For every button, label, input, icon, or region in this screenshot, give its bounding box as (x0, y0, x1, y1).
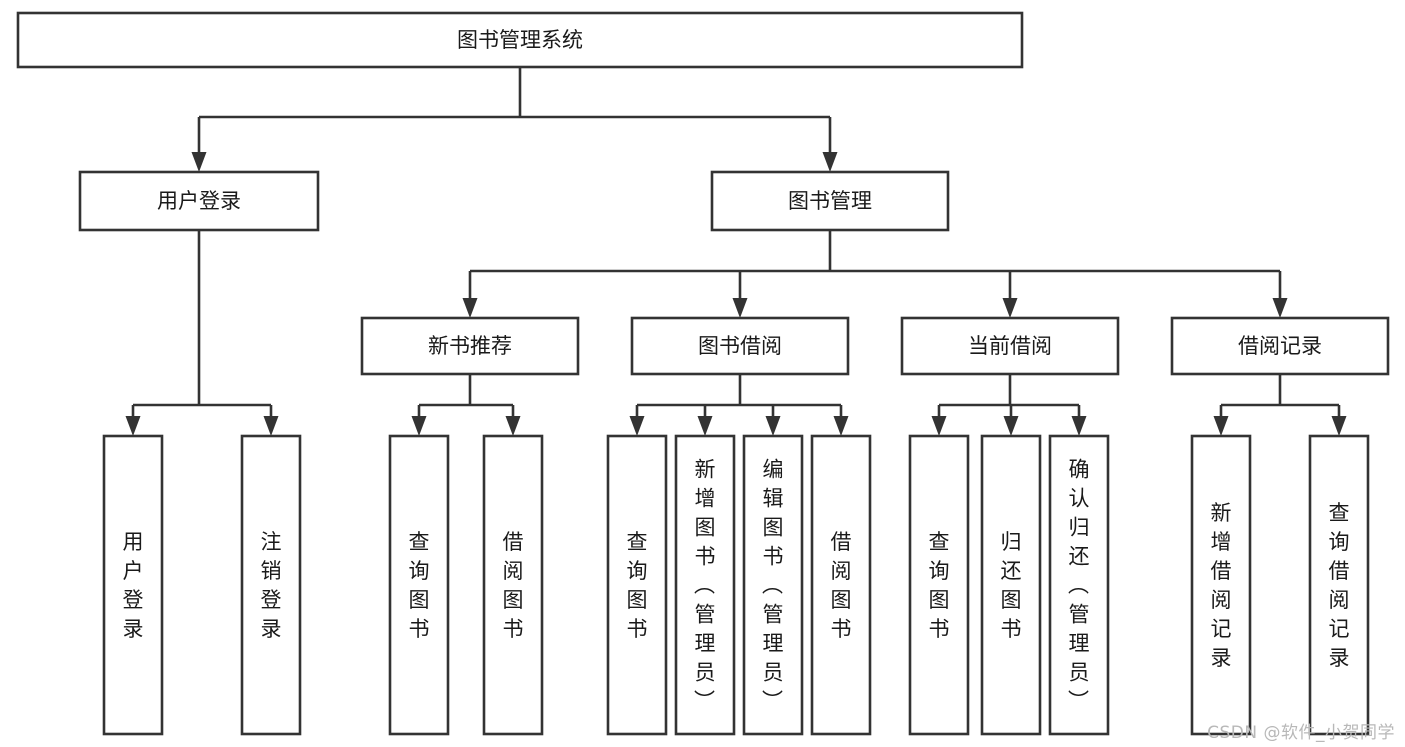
node-leaf-confirm-return-rect (1048, 434, 1110, 736)
node-leaf-query-record-rect (1308, 434, 1370, 736)
node-book-manage-label: 图书管理 (788, 189, 872, 213)
node-leaf-user-logout-label: 注销登录 (261, 530, 282, 641)
node-book-manage[interactable]: 图书管理 (710, 170, 950, 232)
node-leaf-borrow-book-1-label: 借阅图书 (503, 530, 524, 641)
node-leaf-user-logout[interactable]: 注销登录 (240, 434, 302, 736)
node-user-login-rect (78, 170, 320, 232)
node-leaf-user-login-label: 用户登录 (123, 530, 144, 641)
node-book-manage-rect (710, 170, 950, 232)
node-leaf-return-book-label: 归还图书 (1001, 530, 1022, 641)
node-leaf-add-record[interactable]: 新增借阅记录 (1190, 434, 1252, 736)
node-leaf-edit-book-label: 编辑图书（管理员） (762, 458, 784, 714)
node-leaf-confirm-return[interactable]: 确认归还（管理员） (1048, 434, 1110, 736)
node-leaf-return-book-rect (980, 434, 1042, 736)
node-leaf-borrow-book-2-rect (810, 434, 872, 736)
node-leaf-user-logout-rect (240, 434, 302, 736)
node-leaf-query-book-3-label: 查询图书 (929, 530, 950, 641)
node-leaf-query-book-2-label: 查询图书 (627, 530, 648, 641)
node-leaf-add-record-rect (1190, 434, 1252, 736)
node-root[interactable]: 图书管理系统 (16, 11, 1024, 69)
node-borrow-record-label: 借阅记录 (1238, 334, 1322, 358)
node-new-book-recommend-rect (360, 316, 580, 376)
node-borrow-record[interactable]: 借阅记录 (1170, 316, 1390, 376)
node-current-borrow[interactable]: 当前借阅 (900, 316, 1120, 376)
node-leaf-query-book-3-rect (908, 434, 970, 736)
node-leaf-query-book-1-label: 查询图书 (409, 530, 430, 641)
node-user-login-label: 用户登录 (157, 189, 241, 213)
node-leaf-borrow-book-1-rect (482, 434, 544, 736)
node-root-label: 图书管理系统 (457, 28, 583, 52)
node-leaf-borrow-book-1[interactable]: 借阅图书 (482, 434, 544, 736)
node-borrow-record-rect (1170, 316, 1390, 376)
node-book-borrow-rect (630, 316, 850, 376)
node-root-rect (16, 11, 1024, 69)
node-user-login[interactable]: 用户登录 (78, 170, 320, 232)
connector-lines (125, 67, 1347, 436)
node-boxes: 图书管理系统用户登录图书管理新书推荐图书借阅当前借阅借阅记录用户登录注销登录查询… (16, 11, 1390, 736)
node-current-borrow-label: 当前借阅 (968, 334, 1052, 358)
node-leaf-user-login[interactable]: 用户登录 (102, 434, 164, 736)
node-leaf-confirm-return-label: 确认归还（管理员） (1068, 458, 1090, 714)
node-leaf-add-book-rect (674, 434, 736, 736)
node-leaf-query-record-label: 查询借阅记录 (1329, 501, 1350, 670)
node-book-borrow[interactable]: 图书借阅 (630, 316, 850, 376)
node-leaf-edit-book[interactable]: 编辑图书（管理员） (742, 434, 804, 736)
node-leaf-query-book-2[interactable]: 查询图书 (606, 434, 668, 736)
node-book-borrow-label: 图书借阅 (698, 334, 782, 358)
node-new-book-recommend[interactable]: 新书推荐 (360, 316, 580, 376)
node-leaf-borrow-book-2-label: 借阅图书 (831, 530, 852, 641)
watermark-label: CSDN @软件_小贺同学 (1207, 723, 1395, 743)
node-leaf-user-login-rect (102, 434, 164, 736)
node-leaf-query-record[interactable]: 查询借阅记录 (1308, 434, 1370, 736)
node-new-book-recommend-label: 新书推荐 (428, 334, 512, 358)
node-leaf-borrow-book-2[interactable]: 借阅图书 (810, 434, 872, 736)
node-leaf-return-book[interactable]: 归还图书 (980, 434, 1042, 736)
node-current-borrow-rect (900, 316, 1120, 376)
node-leaf-edit-book-rect (742, 434, 804, 736)
node-leaf-add-book-label: 新增图书（管理员） (694, 458, 716, 714)
node-leaf-query-book-2-rect (606, 434, 668, 736)
node-leaf-query-book-1-rect (388, 434, 450, 736)
node-leaf-add-record-label: 新增借阅记录 (1211, 501, 1232, 670)
node-leaf-query-book-1[interactable]: 查询图书 (388, 434, 450, 736)
node-leaf-query-book-3[interactable]: 查询图书 (908, 434, 970, 736)
node-leaf-add-book[interactable]: 新增图书（管理员） (674, 434, 736, 736)
